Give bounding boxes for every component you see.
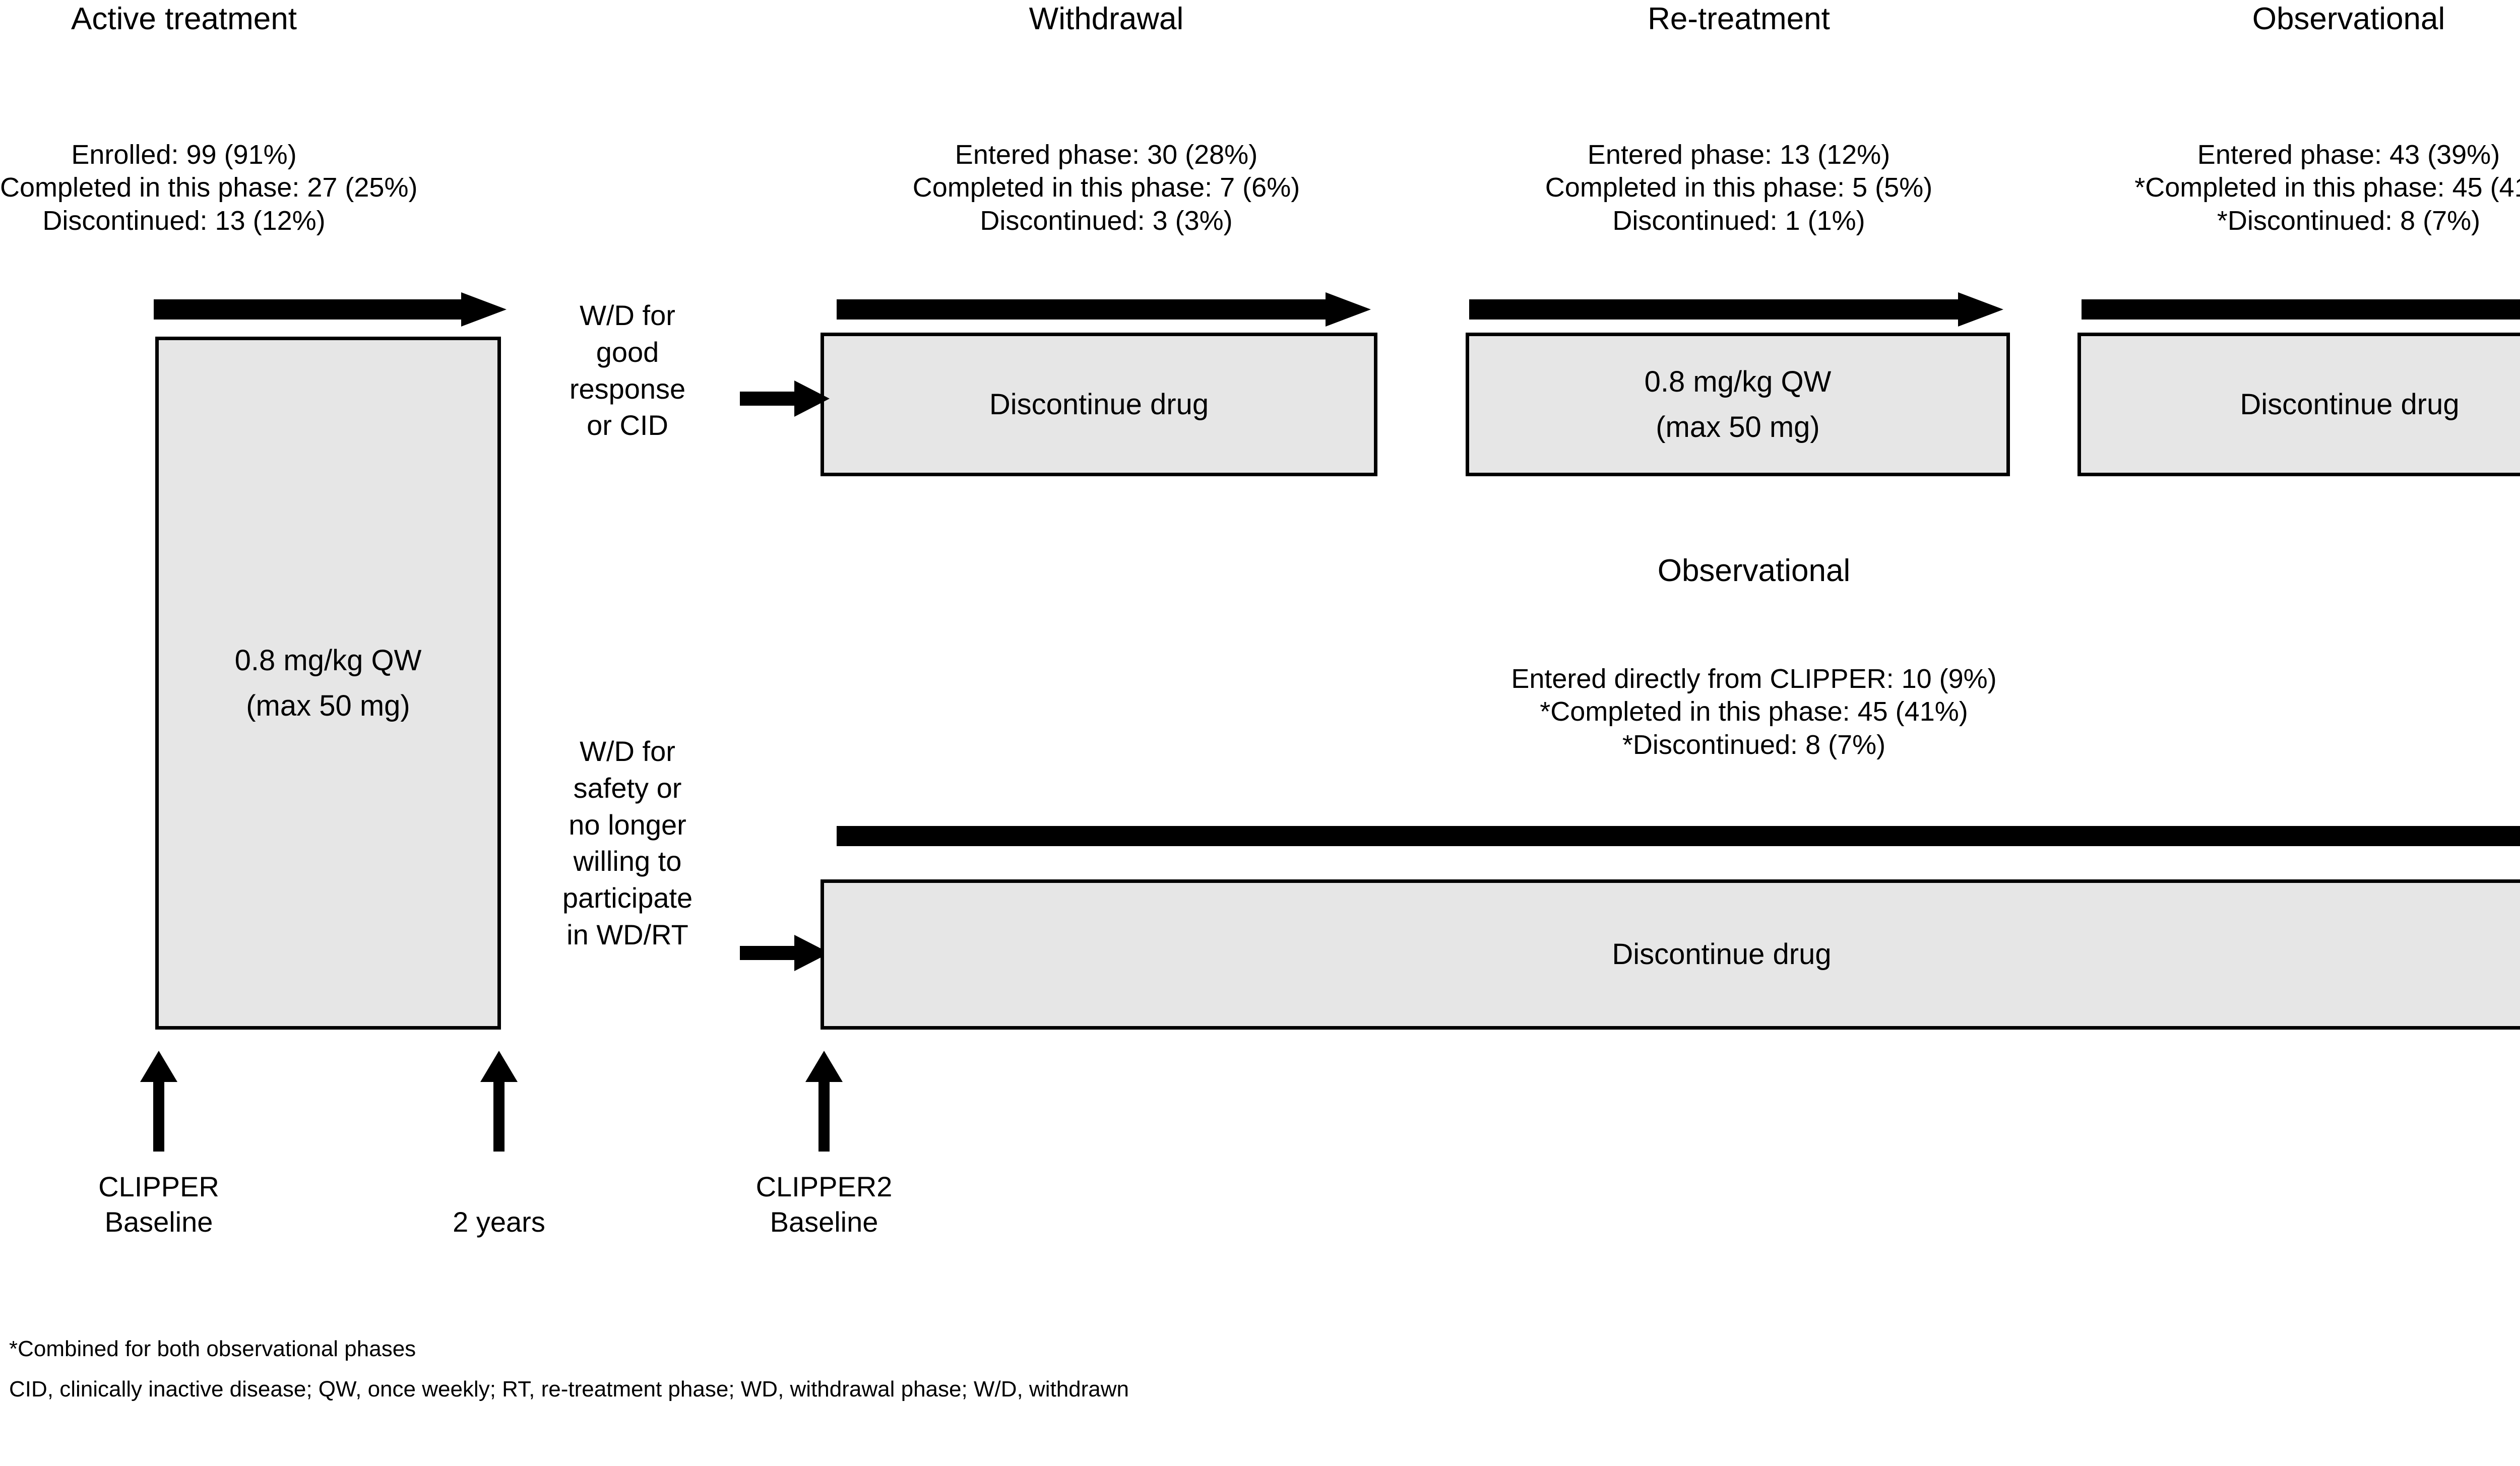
treatment-box-label: 0.8 mg/kg QW (max 50 mg): [1644, 365, 1832, 443]
treatment-box-label: Discontinue drug: [2240, 388, 2460, 421]
phase-title-observational-top: Observational: [2252, 2, 2445, 36]
timeline-tick-clipper-baseline-icon: [140, 1051, 177, 1152]
stat-line: Entered directly from CLIPPER: 10 (9%): [1511, 664, 1997, 694]
stat-line: Entered phase: 30 (28%): [955, 140, 1258, 170]
stat-line: Discontinued: 3 (3%): [980, 205, 1233, 236]
treatment-box-observational-top: Discontinue drug: [2077, 333, 2520, 476]
phase-title-active-treatment: Active treatment: [71, 2, 297, 36]
timeline-label-up-to-total: Up to 8 years total: [2467, 1169, 2520, 1240]
phase-title-observational-lower: Observational: [1657, 553, 1851, 588]
stat-line: Enrolled: 99 (91%): [71, 140, 297, 170]
timeline-label-two-years: 2 years: [453, 1206, 545, 1238]
treatment-box-active-treatment: 0.8 mg/kg QW (max 50 mg): [155, 337, 501, 1030]
phase-stats-withdrawal: Entered phase: 30 (28%) Completed in thi…: [874, 139, 1338, 237]
treatment-box-withdrawal: Discontinue drug: [821, 333, 1377, 476]
timeline-tick-two-years-icon: [480, 1051, 518, 1152]
treatment-box-re-treatment: 0.8 mg/kg QW (max 50 mg): [1466, 333, 2010, 476]
transition-label-safety: W/D for safety or no longer willing to p…: [562, 735, 693, 950]
timeline-label-clipper-baseline: CLIPPER Baseline: [98, 1171, 219, 1238]
treatment-box-label: 0.8 mg/kg QW (max 50 mg): [234, 644, 422, 722]
phase-title-re-treatment: Re-treatment: [1648, 2, 1830, 36]
phase-stats-observational-top: Entered phase: 43 (39%) *Completed in th…: [2117, 139, 2520, 237]
stat-line: Completed in this phase: 5 (5%): [1545, 172, 1933, 203]
footnote-combined: *Combined for both observational phases: [9, 1336, 416, 1361]
duration-arrow-observational-top-icon: [2082, 299, 2520, 320]
duration-arrow-active-treatment-icon: [154, 292, 507, 327]
stat-line: *Discontinued: 8 (7%): [1622, 729, 1886, 760]
transition-arrow-good-response-icon: [740, 380, 830, 417]
treatment-box-label: Discontinue drug: [989, 388, 1209, 421]
timeline-label-clipper2-baseline: CLIPPER2 Baseline: [755, 1171, 893, 1238]
phase-stats-re-treatment: Entered phase: 13 (12%) Completed in thi…: [1507, 139, 1971, 237]
stat-line: Completed in this phase: 27 (25%): [0, 172, 418, 203]
stat-line: *Completed in this phase: 45 (41%): [1540, 696, 1968, 727]
transition-arrow-safety-icon: [740, 935, 830, 971]
duration-arrow-withdrawal-icon: [837, 292, 1371, 327]
stat-line: *Discontinued: 8 (7%): [2217, 205, 2481, 236]
stat-line: Entered phase: 43 (39%): [2197, 140, 2500, 170]
treatment-box-observational-lower: Discontinue drug: [821, 879, 2520, 1030]
stat-line: Entered phase: 13 (12%): [1587, 140, 1891, 170]
treatment-box-label: Discontinue drug: [1612, 938, 1832, 971]
stat-line: Discontinued: 1 (1%): [1612, 205, 1865, 236]
phase-title-withdrawal: Withdrawal: [1029, 2, 1184, 36]
stat-line: Discontinued: 13 (12%): [42, 205, 326, 236]
duration-arrow-observational-lower-icon: [837, 826, 2520, 846]
phase-stats-observational-lower: Entered directly from CLIPPER: 10 (9%) *…: [1366, 663, 2142, 761]
stat-line: Completed in this phase: 7 (6%): [912, 172, 1300, 203]
phase-stats-active-treatment: Enrolled: 99 (91%) Completed in this pha…: [0, 139, 418, 237]
transition-label-good-response: W/D for good response or CID: [569, 299, 686, 441]
timeline-tick-clipper2-baseline-icon: [805, 1051, 843, 1152]
duration-arrow-re-treatment-icon: [1469, 292, 2003, 327]
footnote-abbreviations: CID, clinically inactive disease; QW, on…: [9, 1377, 1129, 1401]
stat-line: *Completed in this phase: 45 (41%): [2134, 172, 2520, 203]
